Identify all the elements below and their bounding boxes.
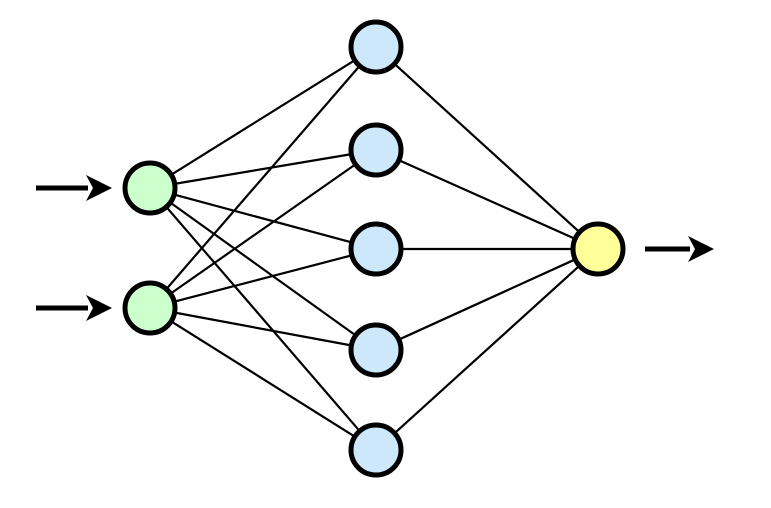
hidden-node-2[interactable] [348, 122, 404, 178]
edge-i1-h5 [164, 205, 362, 433]
edge-i2-h1 [164, 64, 362, 291]
edge-i2-h3 [172, 253, 354, 304]
edge-i2-h4 [172, 311, 354, 347]
edge-i1-h4 [168, 200, 358, 338]
edge-i2-h5 [169, 319, 357, 439]
output-arrow-1 [645, 236, 714, 262]
edge-i1-h2 [172, 152, 354, 186]
input-arrow-1-head-icon [86, 175, 112, 201]
edge-i2-h2 [168, 162, 358, 296]
hidden-node-4[interactable] [348, 322, 404, 378]
edge-h2-o1 [396, 158, 578, 241]
hidden-node-3[interactable] [348, 221, 404, 277]
output-node-1[interactable] [570, 221, 626, 277]
edge-h4-o1 [396, 257, 578, 342]
input-node-1[interactable] [122, 160, 178, 216]
input-arrow-2-head-icon [86, 295, 112, 321]
edge-layer [164, 58, 582, 439]
edge-i1-h1 [169, 58, 357, 177]
edge-i1-h3 [172, 193, 354, 244]
io-arrow-layer [36, 175, 714, 321]
edge-h5-o1 [392, 264, 582, 435]
input-arrow-2 [36, 295, 112, 321]
edge-h1-o1 [392, 62, 582, 234]
output-arrow-1-head-icon [688, 236, 714, 262]
input-arrow-1 [36, 175, 112, 201]
node-layer [122, 19, 626, 478]
hidden-node-1[interactable] [348, 19, 404, 75]
hidden-node-5[interactable] [348, 422, 404, 478]
input-node-2[interactable] [122, 280, 178, 336]
